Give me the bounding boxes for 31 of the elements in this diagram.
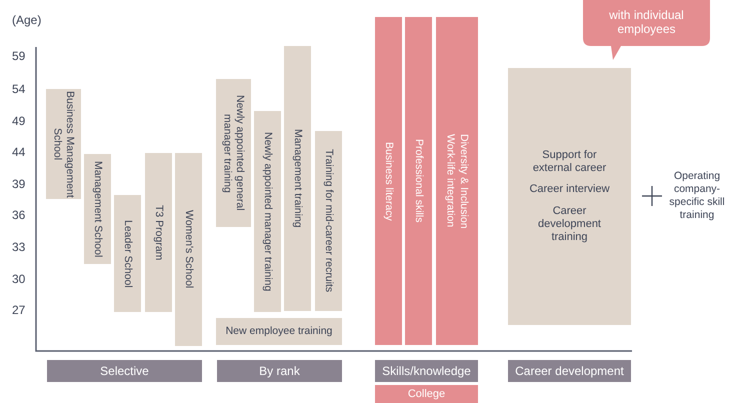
program-bar: Newly appointed general manager training	[216, 79, 251, 227]
program-bar: New employee training	[216, 318, 342, 345]
speech-bubble: with individual employees	[583, 0, 710, 60]
tick-label: 30	[12, 272, 26, 286]
program-bar: Leader School	[114, 195, 141, 312]
tick-label: 54	[12, 82, 26, 96]
program-bar: Management training	[284, 46, 311, 311]
program-bar: Professional skills	[405, 17, 432, 345]
tick-label: 49	[12, 114, 26, 128]
axis-title: (Age)	[12, 13, 42, 27]
category-bar: Skills/knowledge	[375, 360, 478, 382]
category-bar: By rank	[217, 360, 342, 382]
category-bar: Career development	[508, 360, 631, 382]
note-text: Operating company-specific skill training	[668, 170, 726, 222]
program-bar: Business Management School	[46, 89, 81, 199]
program-bar: Business literacy	[375, 17, 402, 345]
program-bar: Training for mid-career recruits	[315, 131, 342, 311]
program-bar: Women's School	[175, 153, 202, 346]
tick-label: 39	[12, 177, 26, 191]
program-panel: Support for external career Career interview Career development training	[508, 68, 631, 325]
tick-label: 59	[12, 49, 26, 63]
tick-label: 33	[12, 240, 26, 254]
program-bar: Management School	[84, 154, 111, 264]
program-bar: Diversity & Inclusion Work-life integration	[436, 17, 478, 345]
tick-label: 27	[12, 303, 26, 317]
category-bar: College	[375, 385, 478, 403]
program-bar: Newly appointed manager training	[254, 111, 281, 312]
program-bar: T3 Program	[145, 153, 172, 312]
category-bar: Selective	[47, 360, 202, 382]
tick-label: 44	[12, 145, 26, 159]
tick-label: 36	[12, 208, 26, 222]
